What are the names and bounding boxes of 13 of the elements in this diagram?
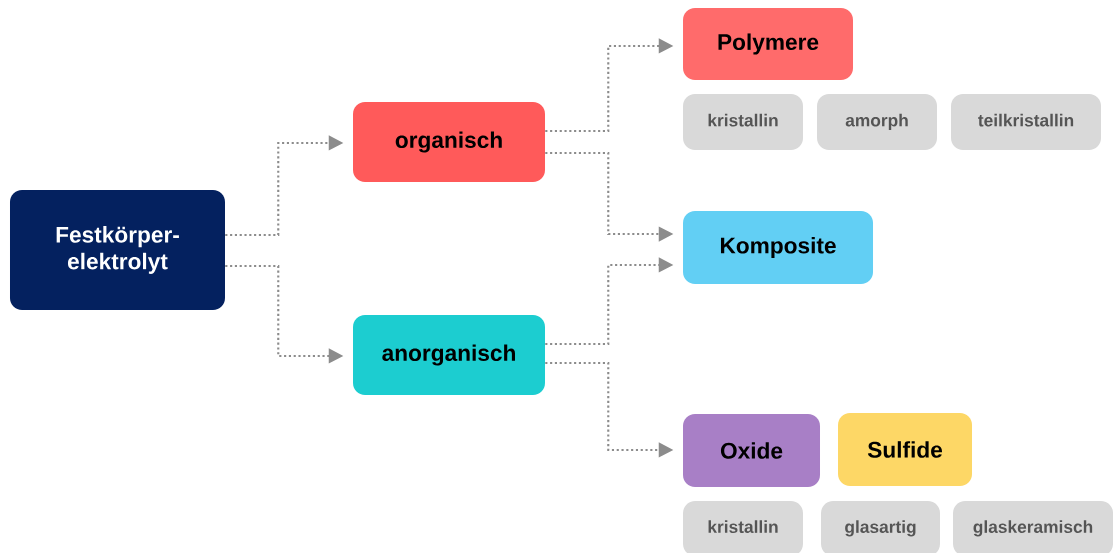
category-box: organisch xyxy=(353,102,545,182)
property-tag: kristallin xyxy=(683,94,803,150)
category-box: Festkörper- elektrolyt xyxy=(10,190,225,310)
property-tag: amorph xyxy=(817,94,937,150)
category-box: Polymere xyxy=(683,8,853,80)
property-tag: kristallin xyxy=(683,501,803,553)
category-box: Komposite xyxy=(683,211,873,284)
property-tag: teilkristallin xyxy=(951,94,1101,150)
category-box: Oxide xyxy=(683,414,820,487)
category-box: Sulfide xyxy=(838,413,972,486)
category-box: anorganisch xyxy=(353,315,545,395)
property-tag: glasartig xyxy=(821,501,940,553)
property-tag: glaskeramisch xyxy=(953,501,1113,553)
